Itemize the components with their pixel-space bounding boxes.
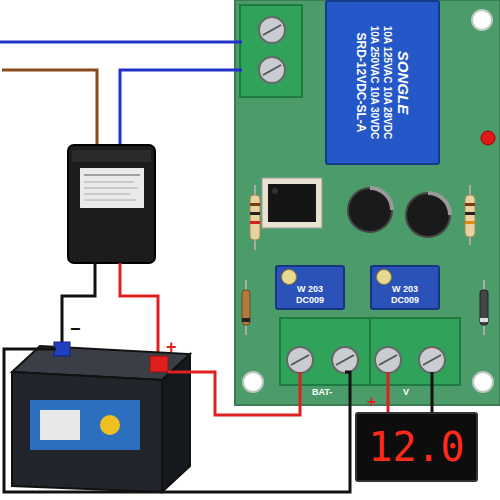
- mains-wire: [2, 70, 97, 148]
- meter-wire: [431, 402, 434, 412]
- pot-marking: DC009: [296, 295, 324, 305]
- mains-wire: [120, 70, 242, 148]
- relay-print: SRD-12VDC-SL-A10A 250VAC 10A 30VDC10A 12…: [327, 2, 438, 163]
- input-terminal-block: [240, 5, 302, 97]
- relay-marking: 10A 250VAC 10A 30VDC: [368, 26, 381, 140]
- mount-hole: [473, 372, 493, 392]
- voltage-readout: 12.0: [368, 427, 464, 467]
- meter-wire: [431, 372, 434, 404]
- charger-adapter: [68, 145, 155, 263]
- resistor: [250, 185, 475, 250]
- relay-marking: SRD-12VDC-SL-A: [352, 32, 368, 132]
- terminal-label: V: [403, 388, 409, 397]
- pot-marking: W 203: [392, 284, 418, 294]
- meter-wire: [387, 372, 390, 404]
- polarity-sign: −: [70, 320, 81, 338]
- relay-marking: SONGLE: [394, 51, 414, 114]
- polarity-sign: +: [367, 394, 376, 410]
- charge-wire: [62, 263, 95, 345]
- battery-wire: [168, 372, 300, 415]
- meter-wire: [387, 402, 390, 412]
- capacitor: [348, 188, 450, 237]
- trim-potentiometer: W 203DC009: [370, 265, 440, 310]
- pot-marking: DC009: [391, 295, 419, 305]
- pcb-board: [235, 0, 500, 405]
- voltmeter: 12.0: [355, 412, 478, 482]
- pot-marking: W 203: [297, 284, 323, 294]
- mount-hole: [472, 10, 492, 30]
- charger-board: BAT- V SRD-12VDC-SL-A10A 250VAC 10A 30VDC1…: [235, 0, 500, 402]
- terminal-label: BAT-: [312, 388, 332, 397]
- mount-hole: [243, 372, 263, 392]
- trim-screw: [281, 269, 297, 285]
- relay-marking: 10A 125VAC 10A 28VDC: [381, 26, 394, 140]
- trim-screw: [376, 269, 392, 285]
- mains-wire: [0, 41, 242, 44]
- trim-potentiometer: W 203DC009: [275, 265, 345, 310]
- polarity-sign: +: [166, 338, 177, 356]
- terminal-screw: [259, 17, 285, 83]
- relay: SRD-12VDC-SL-A10A 250VAC 10A 30VDC10A 12…: [325, 0, 440, 165]
- battery: [12, 342, 190, 492]
- charge-wire: [120, 263, 158, 360]
- ic-chip: [262, 178, 322, 228]
- battery-wire: [4, 349, 350, 492]
- led: [481, 131, 495, 145]
